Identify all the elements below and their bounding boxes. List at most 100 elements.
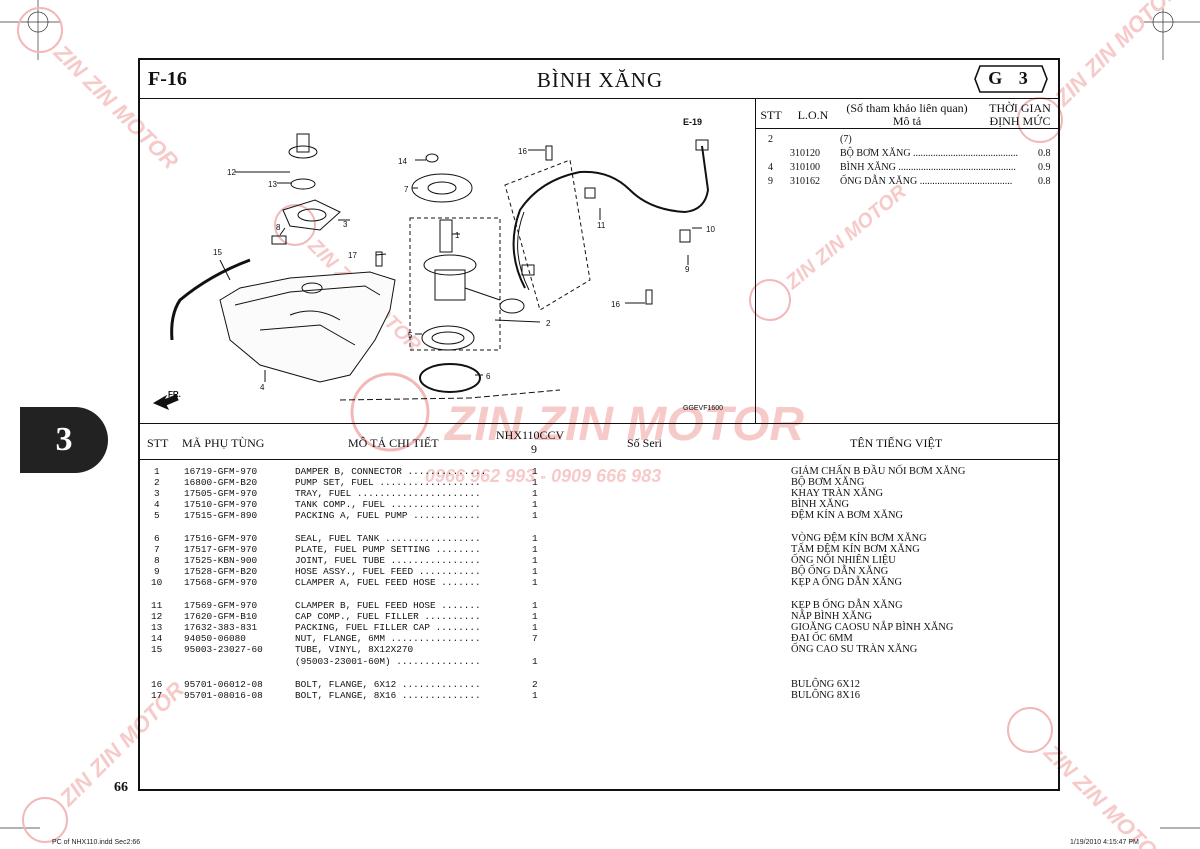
- part-qty: 1: [532, 566, 538, 577]
- part-desc: CLAMPER B, FUEL FEED HOSE .......: [295, 600, 481, 611]
- footer-file-info: PC of NHX110.indd Sec2:66: [52, 839, 141, 846]
- part-desc: PACKING A, FUEL PUMP ............: [295, 510, 481, 521]
- part-qty: 1: [532, 533, 538, 544]
- table-row: 14 94050-06080 NUT, FLANGE, 6MM ........…: [146, 633, 1046, 645]
- table-row: 13 17632-383-831 PACKING, FUEL FILLER CA…: [146, 622, 1046, 634]
- table-row: 16 95701-06012-08 BOLT, FLANGE, 6X12 ...…: [146, 679, 1046, 691]
- group-badge-label: G 3: [988, 68, 1034, 88]
- part-number: 17517-GFM-970: [184, 544, 258, 555]
- labor-time: 0.8: [1038, 148, 1051, 159]
- part-vn-name: BỘ BƠM XĂNG: [791, 477, 865, 488]
- part-vn-name: GIOĂNG CAOSU NẮP BÌNH XĂNG: [791, 622, 954, 633]
- part-vn-name: KẸP A ỐNG DẪN XĂNG: [791, 577, 903, 588]
- part-stt: 1: [154, 466, 160, 477]
- labor-lon: 310120: [790, 148, 820, 159]
- watermark-brand-center: ZIN ZIN MOTOR: [443, 398, 804, 451]
- part-stt: 7: [154, 544, 160, 555]
- part-vn-name: BULÔNG 8X16: [791, 690, 860, 701]
- part-qty: 1: [532, 510, 538, 521]
- part-vn-name: ĐỆM KÍN A BƠM XĂNG: [791, 510, 903, 521]
- part-qty: 1: [532, 477, 538, 488]
- callout-12: 12: [227, 168, 236, 177]
- part-number: 95701-06012-08: [184, 679, 263, 690]
- part-qty: 1: [532, 611, 538, 622]
- labor-row: 4 310100 BÌNH XĂNG .....................…: [762, 162, 1057, 176]
- labor-time: 0.8: [1038, 176, 1051, 187]
- table-row: 5 17515-GFM-890 PACKING A, FUEL PUMP ...…: [146, 510, 1046, 522]
- part-desc: HOSE ASSY., FUEL FEED ...........: [295, 566, 481, 577]
- part-vn-name: BÌNH XĂNG: [791, 499, 850, 510]
- watermark-brand-top-right: ZIN ZIN MOTOR: [1049, 0, 1184, 112]
- ref-code: E-19: [683, 117, 702, 127]
- part-desc: PACKING, FUEL FILLER CAP ........: [295, 622, 481, 633]
- table-row: 6 17516-GFM-970 SEAL, FUEL TANK ........…: [146, 533, 1046, 545]
- callout-16-bottom: 16: [611, 300, 620, 309]
- header-divider: [138, 98, 1060, 99]
- part-stt: 15: [151, 644, 163, 655]
- labor-desc: BỘ BƠM XĂNG ............................…: [840, 148, 1019, 159]
- parts-header-serial: Số Seri: [627, 436, 663, 450]
- part-stt: 13: [151, 622, 163, 633]
- part-stt: 4: [154, 499, 160, 510]
- callout-16-top: 16: [518, 147, 527, 156]
- labor-header-desc: Mô tả: [892, 114, 922, 128]
- part-number: 17568-GFM-970: [184, 577, 258, 588]
- part-stt: 2: [154, 477, 160, 488]
- section-code: F-16: [148, 68, 187, 90]
- part-number: 17510-GFM-970: [184, 499, 258, 510]
- parts-header-part-no: MÃ PHỤ TÙNG: [182, 436, 265, 450]
- part-qty: 1: [532, 622, 538, 633]
- labor-desc: (7): [840, 134, 852, 145]
- part-desc: BOLT, FLANGE, 8X16 ..............: [295, 690, 481, 701]
- table-row: 15 95003-23027-60 TUBE, VINYL, 8X12X270 …: [146, 644, 1046, 656]
- callout-17: 17: [348, 251, 357, 260]
- parts-header-divider: [138, 459, 1060, 460]
- part-vn-name: NẮP BÌNH XĂNG: [791, 611, 873, 622]
- labor-stt: 4: [768, 162, 773, 173]
- labor-header-time-1: THỜI GIAN: [989, 101, 1051, 115]
- page-frame: [138, 58, 1060, 791]
- part-number: 17516-GFM-970: [184, 533, 258, 544]
- part-number: 16800-GFM-B20: [184, 477, 258, 488]
- part-stt: 12: [151, 611, 163, 622]
- table-row: 11 17569-GFM-970 CLAMPER B, FUEL FEED HO…: [146, 600, 1046, 612]
- callout-11: 11: [597, 221, 606, 230]
- labor-row: 2 (7): [762, 134, 1057, 148]
- part-desc: (95003-23001-60M) ...............: [295, 656, 481, 667]
- part-qty: 1: [532, 544, 538, 555]
- labor-header-stt: STT: [760, 108, 782, 122]
- part-stt: 11: [151, 600, 163, 611]
- part-number: 95003-23027-60: [184, 644, 263, 655]
- watermark-logo-center: ZIN ZIN MOTOR 0966 962 993 - 0909 666 98…: [350, 372, 804, 486]
- part-vn-name: BULÔNG 6X12: [791, 679, 860, 690]
- labor-desc: BÌNH XĂNG ..............................…: [840, 162, 1016, 173]
- diagram-bottom-divider: [138, 423, 1060, 424]
- part-qty: 1: [532, 466, 538, 477]
- table-row: 12 17620-GFM-B10 CAP COMP., FUEL FILLER …: [146, 611, 1046, 623]
- part-vn-name: TẤM ĐỆM KÍN BƠM XĂNG: [791, 544, 920, 555]
- table-row: 7 17517-GFM-970 PLATE, FUEL PUMP SETTING…: [146, 544, 1046, 556]
- part-qty: 1: [532, 656, 538, 667]
- callout-14: 14: [398, 157, 407, 166]
- part-number: 16719-GFM-970: [184, 466, 258, 477]
- labor-stt: 2: [768, 134, 773, 145]
- table-row: 8 17525-KBN-900 JOINT, FUEL TUBE .......…: [146, 555, 1046, 567]
- part-stt: 3: [154, 488, 160, 499]
- part-number: 17515-GFM-890: [184, 510, 258, 521]
- section-tab: 3: [20, 407, 108, 473]
- part-desc: DAMPER B, CONNECTOR ..............: [295, 466, 487, 477]
- parts-header-desc: MÔ TẢ CHI TIẾT: [348, 436, 439, 450]
- part-qty: 1: [532, 555, 538, 566]
- part-number: 94050-06080: [184, 633, 246, 644]
- part-vn-name: ỐNG NỐI NHIÊN LIỆU: [791, 555, 896, 566]
- exploded-diagram: 1 2 3 4 5 6 7 8 9 10 11 12 13 14 15 16 1…: [152, 117, 723, 412]
- part-stt: 8: [154, 555, 160, 566]
- callout-4: 4: [260, 383, 265, 392]
- callout-15: 15: [213, 248, 222, 257]
- part-desc: TUBE, VINYL, 8X12X270: [295, 644, 414, 655]
- part-vn-name: KẸP B ỐNG DẪN XĂNG: [791, 600, 903, 611]
- part-vn-name: ỐNG CAO SU TRÀN XĂNG: [791, 644, 918, 655]
- part-qty: 1: [532, 600, 538, 611]
- part-desc: SEAL, FUEL TANK .................: [295, 533, 481, 544]
- labor-time: 0.9: [1038, 162, 1051, 173]
